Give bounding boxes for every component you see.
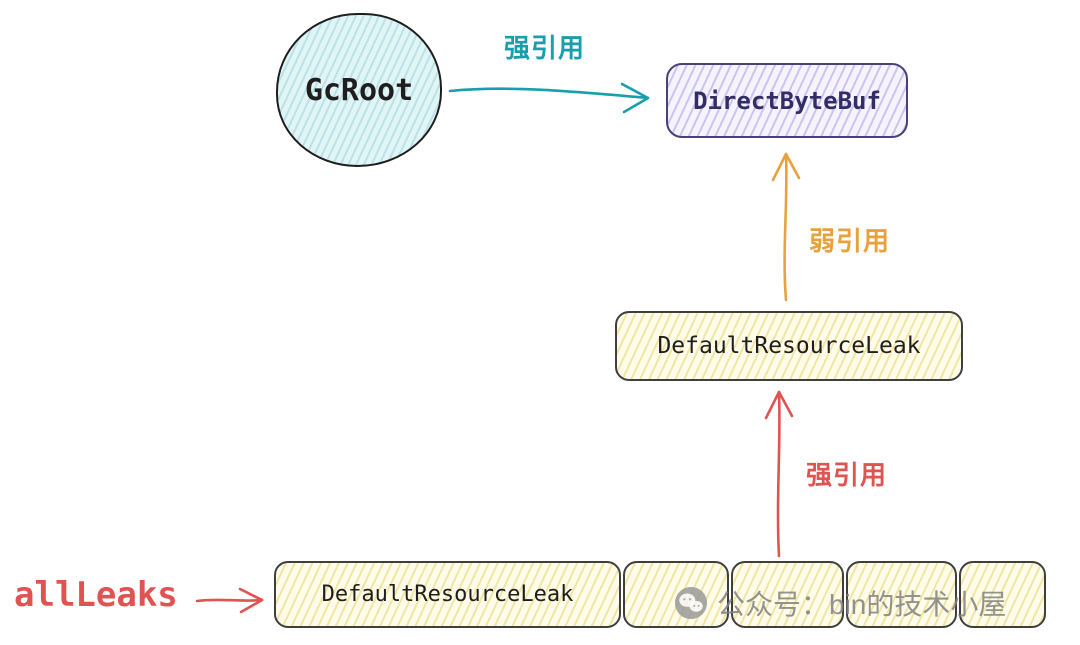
leak-list-slot-1: DefaultResourceLeak: [274, 561, 621, 628]
gcroot-label: GcRoot: [304, 72, 414, 108]
direct-byte-buf-node: DirectByteBuf: [666, 63, 908, 138]
watermark: 公众号：bin的技术小屋: [674, 583, 1006, 623]
weak-ref-label: 弱引用: [809, 226, 891, 256]
leak-list-slot-3: [731, 561, 844, 628]
strong-ref-arrow-bottom: [776, 390, 781, 558]
leak-list-slot-2: [623, 561, 729, 628]
allleaks-arrow: [195, 598, 264, 603]
allleaks-label: allLeaks: [14, 575, 178, 615]
strong-ref-arrow-top: [448, 87, 650, 100]
weak-ref-arrow: [783, 152, 788, 302]
default-resource-leak-label: DefaultResourceLeak: [657, 333, 921, 359]
wechat-icon: [674, 586, 708, 620]
allleaks-arrowhead: [238, 587, 264, 614]
direct-byte-buf-label: DirectByteBuf: [693, 86, 881, 115]
gcroot-node: GcRoot: [276, 13, 442, 167]
watermark-text: 公众号：bin的技术小屋: [717, 589, 1007, 620]
weak-ref-arrowhead: [771, 152, 801, 182]
strong-ref-arrowhead-top: [620, 82, 650, 114]
leak-list-slot-5: [959, 561, 1046, 628]
default-resource-leak-node: DefaultResourceLeak: [615, 311, 963, 381]
leak-list-slot-4: [846, 561, 957, 628]
strong-ref-arrowhead-bottom: [764, 390, 794, 420]
strong-ref-label-top: 强引用: [504, 33, 586, 63]
leak-list-slot-1-label: DefaultResourceLeak: [321, 582, 574, 607]
strong-ref-label-bottom: 强引用: [806, 460, 888, 490]
